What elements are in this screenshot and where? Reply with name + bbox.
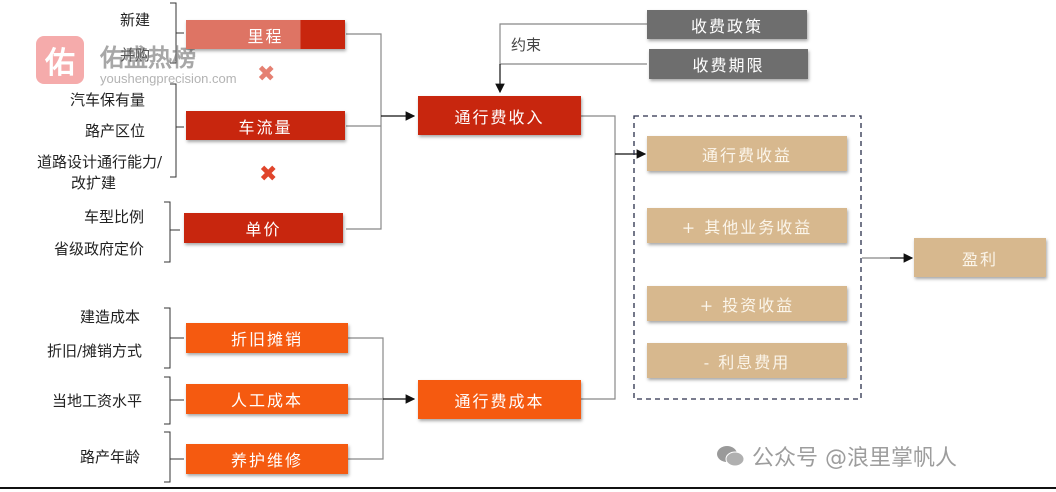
watermark-brand: 佑盛热榜	[100, 44, 196, 72]
traffic-label: 车流量	[238, 117, 293, 137]
price-box[interactable]: 单价	[184, 213, 343, 243]
profit-label: 盈利	[961, 249, 998, 269]
toll-cost-label: 通行费成本	[454, 391, 545, 411]
depreciation-box[interactable]: 折旧摊销	[186, 323, 348, 353]
multiply-icon: ✖	[257, 62, 276, 87]
toll-revenue-label: 通行费收入	[454, 107, 545, 127]
profit-component-interest[interactable]: - 利息费用	[647, 343, 847, 378]
factor-label: 新建	[119, 11, 150, 29]
toll-cost-box[interactable]: 通行费成本	[418, 380, 581, 419]
factor-label: 道路设计通行能力/	[36, 153, 162, 171]
constraint-toll-policy[interactable]: 收费政策	[647, 10, 807, 39]
factor-label: 当地工资水平	[51, 392, 142, 410]
factor-label: 省级政府定价	[53, 240, 144, 258]
traffic-box[interactable]: 车流量	[186, 111, 345, 140]
bracket-depreciation	[164, 307, 171, 369]
profit-component-text: + 投资收益	[699, 295, 795, 315]
factor-label: 路产年龄	[79, 448, 140, 466]
labor-box[interactable]: 人工成本	[186, 384, 348, 414]
factor-label: 汽车保有量	[69, 91, 145, 109]
footer-watermark-text: 公众号 @浪里掌帆人	[752, 446, 957, 471]
bracket-maintenance	[164, 431, 171, 483]
profit-component-other-business[interactable]: + 其他业务收益	[647, 208, 847, 243]
bracket-price	[164, 201, 171, 263]
maintenance-box[interactable]: 养护维修	[186, 444, 348, 474]
profit-component-toll-income[interactable]: 通行费收益	[647, 136, 847, 171]
maintenance-label: 养护维修	[230, 451, 303, 470]
profit-component-investment[interactable]: + 投资收益	[647, 286, 847, 321]
footer-watermark: 公众号 @浪里掌帆人	[716, 440, 957, 472]
labor-label: 人工成本	[230, 391, 303, 410]
watermark-url: youshengprecision.com	[100, 71, 237, 86]
bracket-traffic	[170, 83, 177, 178]
bracket-labor	[164, 376, 171, 425]
constraint-label: 约束	[511, 36, 542, 54]
mileage-label: 里程	[247, 26, 284, 46]
price-label: 单价	[245, 220, 282, 239]
wechat-icon	[717, 446, 745, 467]
depreciation-label: 折旧摊销	[230, 330, 303, 349]
profit-component-text: - 利息费用	[703, 352, 791, 372]
constraint-toll-period[interactable]: 收费期限	[649, 49, 808, 79]
multiply-icon: ✖	[259, 162, 278, 187]
watermark-logo: 佑	[36, 36, 84, 84]
constraint-text: 收费期限	[692, 56, 765, 75]
constraint-text: 收费政策	[690, 16, 763, 36]
factor-label: 改扩建	[70, 174, 116, 192]
toll-revenue-box[interactable]: 通行费收入	[418, 96, 581, 135]
profit-component-text: 通行费收益	[701, 145, 792, 165]
profit-box[interactable]: 盈利	[914, 238, 1046, 277]
mileage-box[interactable]: 里程	[186, 20, 345, 49]
profit-components-group	[633, 115, 862, 400]
bottom-rule	[0, 487, 1056, 489]
factor-label: 车型比例	[83, 208, 144, 226]
factor-label: 建造成本	[79, 308, 140, 326]
profit-component-text: + 其他业务收益	[681, 217, 813, 237]
factor-label: 路产区位	[84, 122, 145, 140]
factor-label: 并购	[119, 46, 150, 64]
factor-label: 折旧/摊销方式	[46, 342, 142, 360]
